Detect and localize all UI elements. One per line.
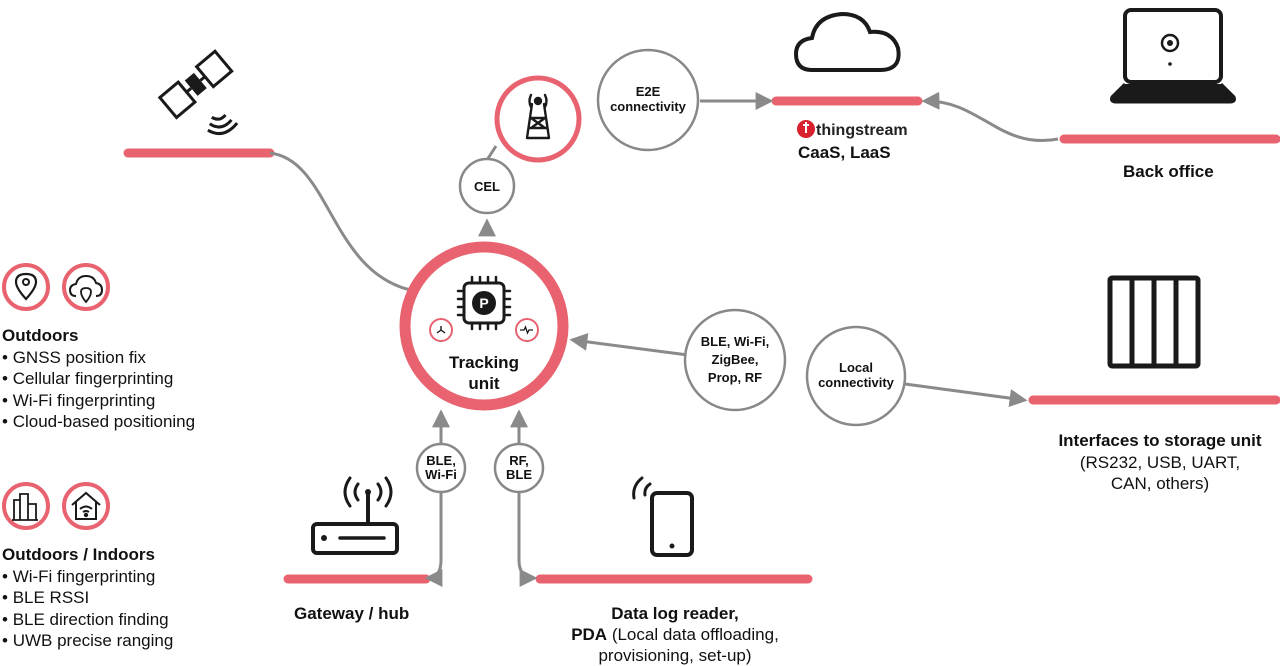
storage-arrow <box>904 382 1028 408</box>
ble-wifi-label-1: BLE, <box>426 453 456 468</box>
cloud-location-badge <box>62 263 110 311</box>
outdoors-item: Wi-Fi fingerprinting <box>2 390 195 412</box>
radios-label-1: BLE, Wi-Fi, <box>701 334 770 349</box>
e2e-bubble <box>596 48 700 152</box>
gateway-label: Gateway / hub <box>294 604 410 623</box>
cell-tower-node <box>494 75 582 163</box>
hub-ring <box>399 241 569 411</box>
indoors-item: UWB precise ranging <box>2 630 174 652</box>
pda-line-2: PDA (Local data offloading, <box>540 624 810 645</box>
storage-sub-1: (RS232, USB, UART, <box>1079 453 1241 472</box>
indoors-item: BLE direction finding <box>2 609 173 631</box>
rf-ble-bubble <box>493 442 545 494</box>
outdoors-list: Outdoors GNSS position fix Cellular fing… <box>2 325 195 433</box>
radios-arrow <box>569 332 689 357</box>
outdoors-item: GNSS position fix <box>2 347 195 369</box>
indoors-item: BLE RSSI <box>2 587 173 609</box>
phone-icon <box>632 476 694 557</box>
pda-bold: PDA <box>571 625 608 644</box>
outdoors-item: Cloud-based positioning <box>2 411 195 433</box>
cel-label: CEL <box>474 179 500 194</box>
radios-label-3: Prop, RF <box>708 370 762 385</box>
caas-label: CaaS, LaaS <box>798 143 891 162</box>
rf-ble-label-2: BLE <box>506 467 532 482</box>
share-icon <box>436 326 446 334</box>
router-icon <box>311 476 399 555</box>
satellite-icon <box>157 49 239 136</box>
location-pin-badge <box>2 263 50 311</box>
local-bubble <box>805 325 907 427</box>
storage-title: Interfaces to storage unit <box>1058 431 1262 450</box>
rf-ble-label-1: RF, <box>509 453 529 468</box>
chip-letter: P <box>479 295 488 311</box>
gateway-link <box>424 493 443 587</box>
hub-title-2: unit <box>468 374 499 393</box>
signal-icon <box>520 325 533 335</box>
local-label-1: Local <box>839 360 873 375</box>
city-badge <box>2 482 50 530</box>
indoors-list: Outdoors / Indoors Wi-Fi fingerprinting … <box>2 544 173 652</box>
tower-to-cel-line <box>485 145 498 161</box>
pda-link <box>517 493 538 587</box>
home-wifi-icon <box>71 491 101 520</box>
ble-wifi-bubble <box>415 442 467 494</box>
cel-bubble <box>458 157 516 215</box>
storage-sub-2: CAN, others) <box>1110 474 1210 493</box>
pda-line-3: provisioning, set-up) <box>598 646 752 665</box>
pda-line-1: Data log reader, <box>611 604 739 623</box>
radios-bubble <box>683 308 787 412</box>
bubbles: CEL E2E connectivity BLE, Wi-Fi, ZigBee,… <box>415 48 907 494</box>
thingstream-brand: thingstream <box>816 122 908 139</box>
positioning-icons <box>2 263 110 530</box>
e2e-label-2: connectivity <box>610 99 687 114</box>
storage-icon <box>1107 275 1201 369</box>
cell-tower-icon <box>525 93 551 140</box>
pda-rest: (Local data offloading, <box>607 625 779 644</box>
city-icon <box>12 493 38 521</box>
radios-label-2: ZigBee, <box>712 352 759 367</box>
location-pin-icon <box>14 272 38 301</box>
cloud-icon <box>793 11 901 72</box>
ble-wifi-label-2: Wi-Fi <box>425 467 457 482</box>
connectors <box>269 91 1059 587</box>
e2e-label-1: E2E <box>636 84 661 99</box>
cloud-location-icon <box>68 274 104 297</box>
hub-title-1: Tracking <box>449 353 519 372</box>
thingstream-logo-icon <box>797 120 815 138</box>
outdoors-title: Outdoors <box>2 326 79 345</box>
laptop-icon <box>1110 8 1236 104</box>
tracking-unit-hub: P Tracking unit <box>399 241 569 411</box>
back-office-arrow <box>921 91 1059 143</box>
gear-icon <box>1160 33 1180 53</box>
pink-bars <box>123 96 1280 584</box>
satellite-connector <box>269 151 411 292</box>
indoors-title: Outdoors / Indoors <box>2 545 155 564</box>
local-label-2: connectivity <box>818 375 895 390</box>
back-office-label: Back office <box>1123 162 1214 181</box>
indoors-item: Wi-Fi fingerprinting <box>2 566 173 588</box>
chip-icon: P <box>456 275 512 331</box>
outdoors-item: Cellular fingerprinting <box>2 368 195 390</box>
